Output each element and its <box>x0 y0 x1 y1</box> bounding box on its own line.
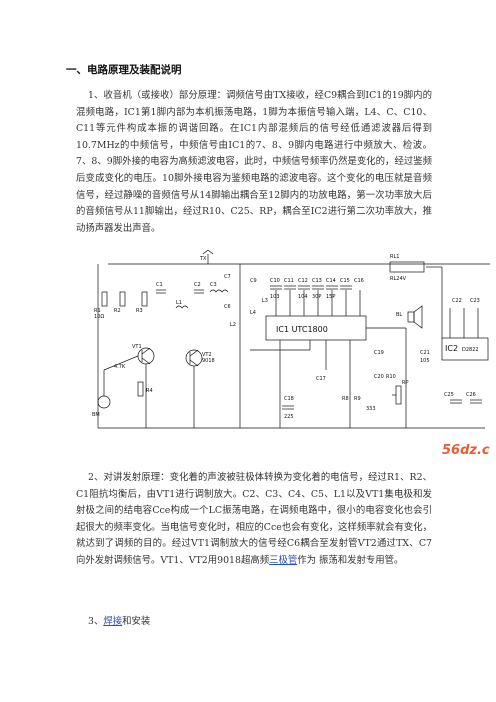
label-c2: C2 <box>194 282 201 288</box>
label-ic1: IC1 UTC1800 <box>276 325 328 334</box>
label-c17: C17 <box>316 376 326 382</box>
label-c15: C15 <box>340 278 350 284</box>
label-c18: C18 <box>284 396 294 402</box>
label-antenna: TX <box>199 256 207 262</box>
label-c26: C26 <box>466 392 476 398</box>
label-c10: C10 <box>270 278 280 284</box>
label-c22: C22 <box>452 298 462 304</box>
label-c11: C11 <box>284 278 294 284</box>
label-v105: 105 <box>420 358 430 364</box>
label-v15p: 15P <box>326 294 335 300</box>
label-r4: R4 <box>146 388 153 394</box>
label-c6: C6 <box>224 304 231 310</box>
label-c23: C23 <box>470 298 480 304</box>
soldering-link[interactable]: 焊接 <box>103 616 123 627</box>
transmitter-text-a: 2、对讲发射原理：变化着的声波被驻极体转换为变化着的电信号，经过R1、R2、C1… <box>76 472 432 566</box>
label-relay-part: RL24V <box>390 276 407 282</box>
label-ic2-part: D2822 <box>462 347 479 353</box>
label-c9: C9 <box>250 278 257 284</box>
label-r2: R2 <box>114 308 121 314</box>
transmitter-principle-paragraph: 2、对讲发射原理：变化着的声波被驻极体转换为变化着的电信号，经过R1、R2、C1… <box>76 470 432 570</box>
label-v225: 225 <box>284 414 294 420</box>
label-ic2: IC2 <box>445 344 458 353</box>
label-r1: R1 <box>94 308 101 314</box>
label-c1: C1 <box>156 282 163 288</box>
label-r2-val: 4.7K <box>114 364 126 370</box>
label-c20: C20 <box>374 374 384 380</box>
label-l3: L3 <box>262 298 268 304</box>
label-r8: R8 <box>342 396 349 402</box>
label-c19: C19 <box>374 350 384 356</box>
label-v333: 333 <box>366 406 376 412</box>
label-mic: BM <box>92 412 100 418</box>
label-c16: C16 <box>354 278 364 284</box>
transmitter-text-b: 作为 振荡和发射专用管。 <box>297 554 404 566</box>
assembly-heading: 3、焊接和安装 <box>88 614 444 631</box>
circuit-schematic: TX BM R1 10Ω R2 4.7K R3 R4 C1 C2 C3 L1 V… <box>90 250 496 458</box>
label-c3: C3 <box>210 282 217 288</box>
label-v104: 104 <box>298 294 308 300</box>
label-l1: L1 <box>176 300 182 306</box>
label-l4: L4 <box>250 310 256 316</box>
label-r1-val: 10Ω <box>94 314 104 320</box>
label-c13: C13 <box>312 278 322 284</box>
section-heading: 一、电路原理及装配说明 <box>66 64 182 76</box>
label-v103: 103 <box>270 294 280 300</box>
assembly-number: 3、 <box>88 616 104 627</box>
label-vt-part: 9018 <box>202 358 215 364</box>
label-v30p: 30P <box>312 294 321 300</box>
receiver-principle-paragraph: 1、收音机（或接收）部分原理：调频信号由TX接收，经C9耦合到IC1的19脚内的… <box>76 90 432 234</box>
label-speaker: BL <box>396 312 402 318</box>
label-c21: C21 <box>420 350 430 356</box>
label-c14: C14 <box>326 278 336 284</box>
label-l2: L2 <box>230 322 236 328</box>
label-r9: R9 <box>354 396 361 402</box>
label-c25: C25 <box>444 392 454 398</box>
label-r3: R3 <box>136 308 143 314</box>
assembly-text: 和安装 <box>122 616 151 627</box>
label-relay: RL1 <box>390 254 399 260</box>
watermark-logo: 56dz.c <box>442 443 490 458</box>
label-c7: C7 <box>224 274 231 280</box>
label-c12: C12 <box>298 278 308 284</box>
label-vt2: VT2 <box>202 352 212 358</box>
label-rp: RP <box>402 380 409 386</box>
label-r10: R10 <box>386 374 396 380</box>
label-vt1: VT1 <box>132 344 142 350</box>
transistor-link[interactable]: 三极管 <box>269 554 298 566</box>
